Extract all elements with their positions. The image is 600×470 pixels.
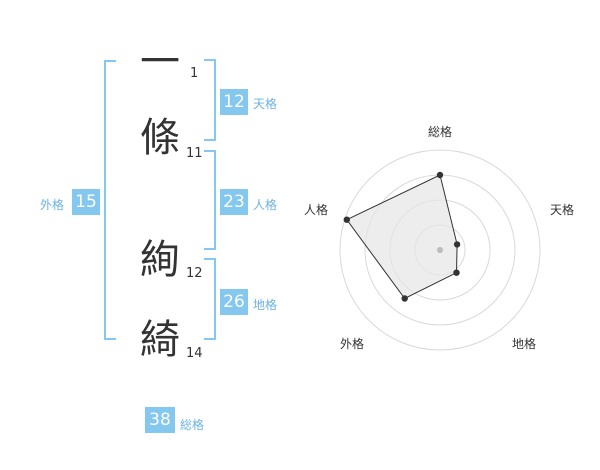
tenkaku-bracket — [204, 59, 216, 141]
jinkaku-label: 人格 — [253, 198, 278, 212]
name-char-3: 絢 — [140, 237, 180, 283]
radar-axis-label-jinkaku: 人格 — [304, 203, 329, 217]
radar-point-1 — [436, 171, 444, 179]
radar-point-2 — [453, 241, 461, 248]
name-char-1: 一 — [140, 39, 180, 85]
radar-chart — [339, 149, 541, 351]
radar-point-3 — [453, 269, 460, 276]
radar-value-polygon — [346, 174, 458, 300]
jinkaku-value-badge: 23 — [220, 189, 248, 215]
stroke-count-2: 11 — [186, 146, 203, 161]
radar-point-5 — [343, 216, 350, 223]
gaikaku-value-badge: 15 — [72, 189, 100, 215]
radar-axis-label-gaikaku: 外格 — [340, 337, 365, 351]
soukaku-label: 総格 — [180, 418, 205, 432]
radar-axis-label-chikaku: 地格 — [512, 337, 537, 351]
gaikaku-label: 外格 — [40, 198, 65, 212]
chikaku-bracket — [204, 258, 216, 340]
radar-axis-label-tenkaku: 天格 — [550, 203, 575, 217]
name-char-2: 條 — [140, 115, 180, 161]
stroke-count-1: 1 — [190, 66, 199, 81]
name-char-4: 綺 — [140, 317, 180, 363]
gaikaku-bracket — [104, 60, 116, 340]
stroke-count-4: 14 — [186, 346, 203, 361]
stroke-count-3: 12 — [186, 266, 203, 281]
chikaku-label: 地格 — [253, 298, 278, 312]
radar-center-dot — [437, 247, 443, 253]
tenkaku-label: 天格 — [253, 97, 278, 111]
tenkaku-value-badge: 12 — [220, 89, 248, 115]
chikaku-value-badge: 26 — [220, 289, 248, 315]
soukaku-value-badge: 38 — [145, 407, 175, 433]
radar-axis-label-soukaku: 総格 — [428, 125, 453, 139]
radar-ring — [339, 149, 541, 351]
radar-points — [343, 171, 461, 302]
jinkaku-bracket — [204, 150, 216, 250]
radar-point-4 — [401, 295, 408, 302]
